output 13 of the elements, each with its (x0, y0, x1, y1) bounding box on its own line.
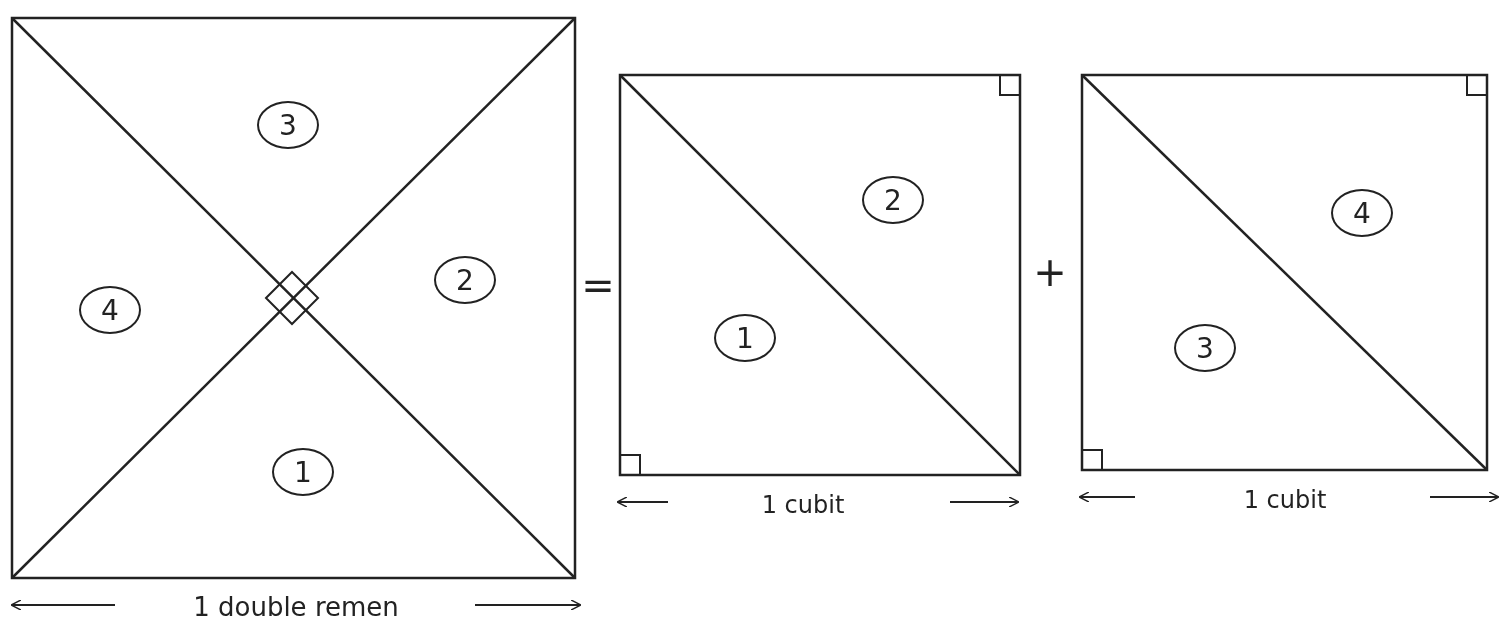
circled-number: 3 (257, 101, 319, 149)
circled-number: 2 (434, 256, 496, 304)
plus-sign: + (1033, 249, 1067, 295)
dimension-label: 1 cubit (1243, 486, 1327, 514)
circled-number: 1 (714, 314, 776, 362)
dimension-label: 1 double remen (193, 592, 399, 622)
equals-sign: = (581, 262, 615, 308)
dimension-label: 1 cubit (761, 491, 845, 519)
circled-number: 3 (1174, 324, 1236, 372)
circled-number: 1 (272, 448, 334, 496)
circled-number: 4 (79, 286, 141, 334)
circled-number: 2 (862, 176, 924, 224)
circled-number: 4 (1331, 189, 1393, 237)
